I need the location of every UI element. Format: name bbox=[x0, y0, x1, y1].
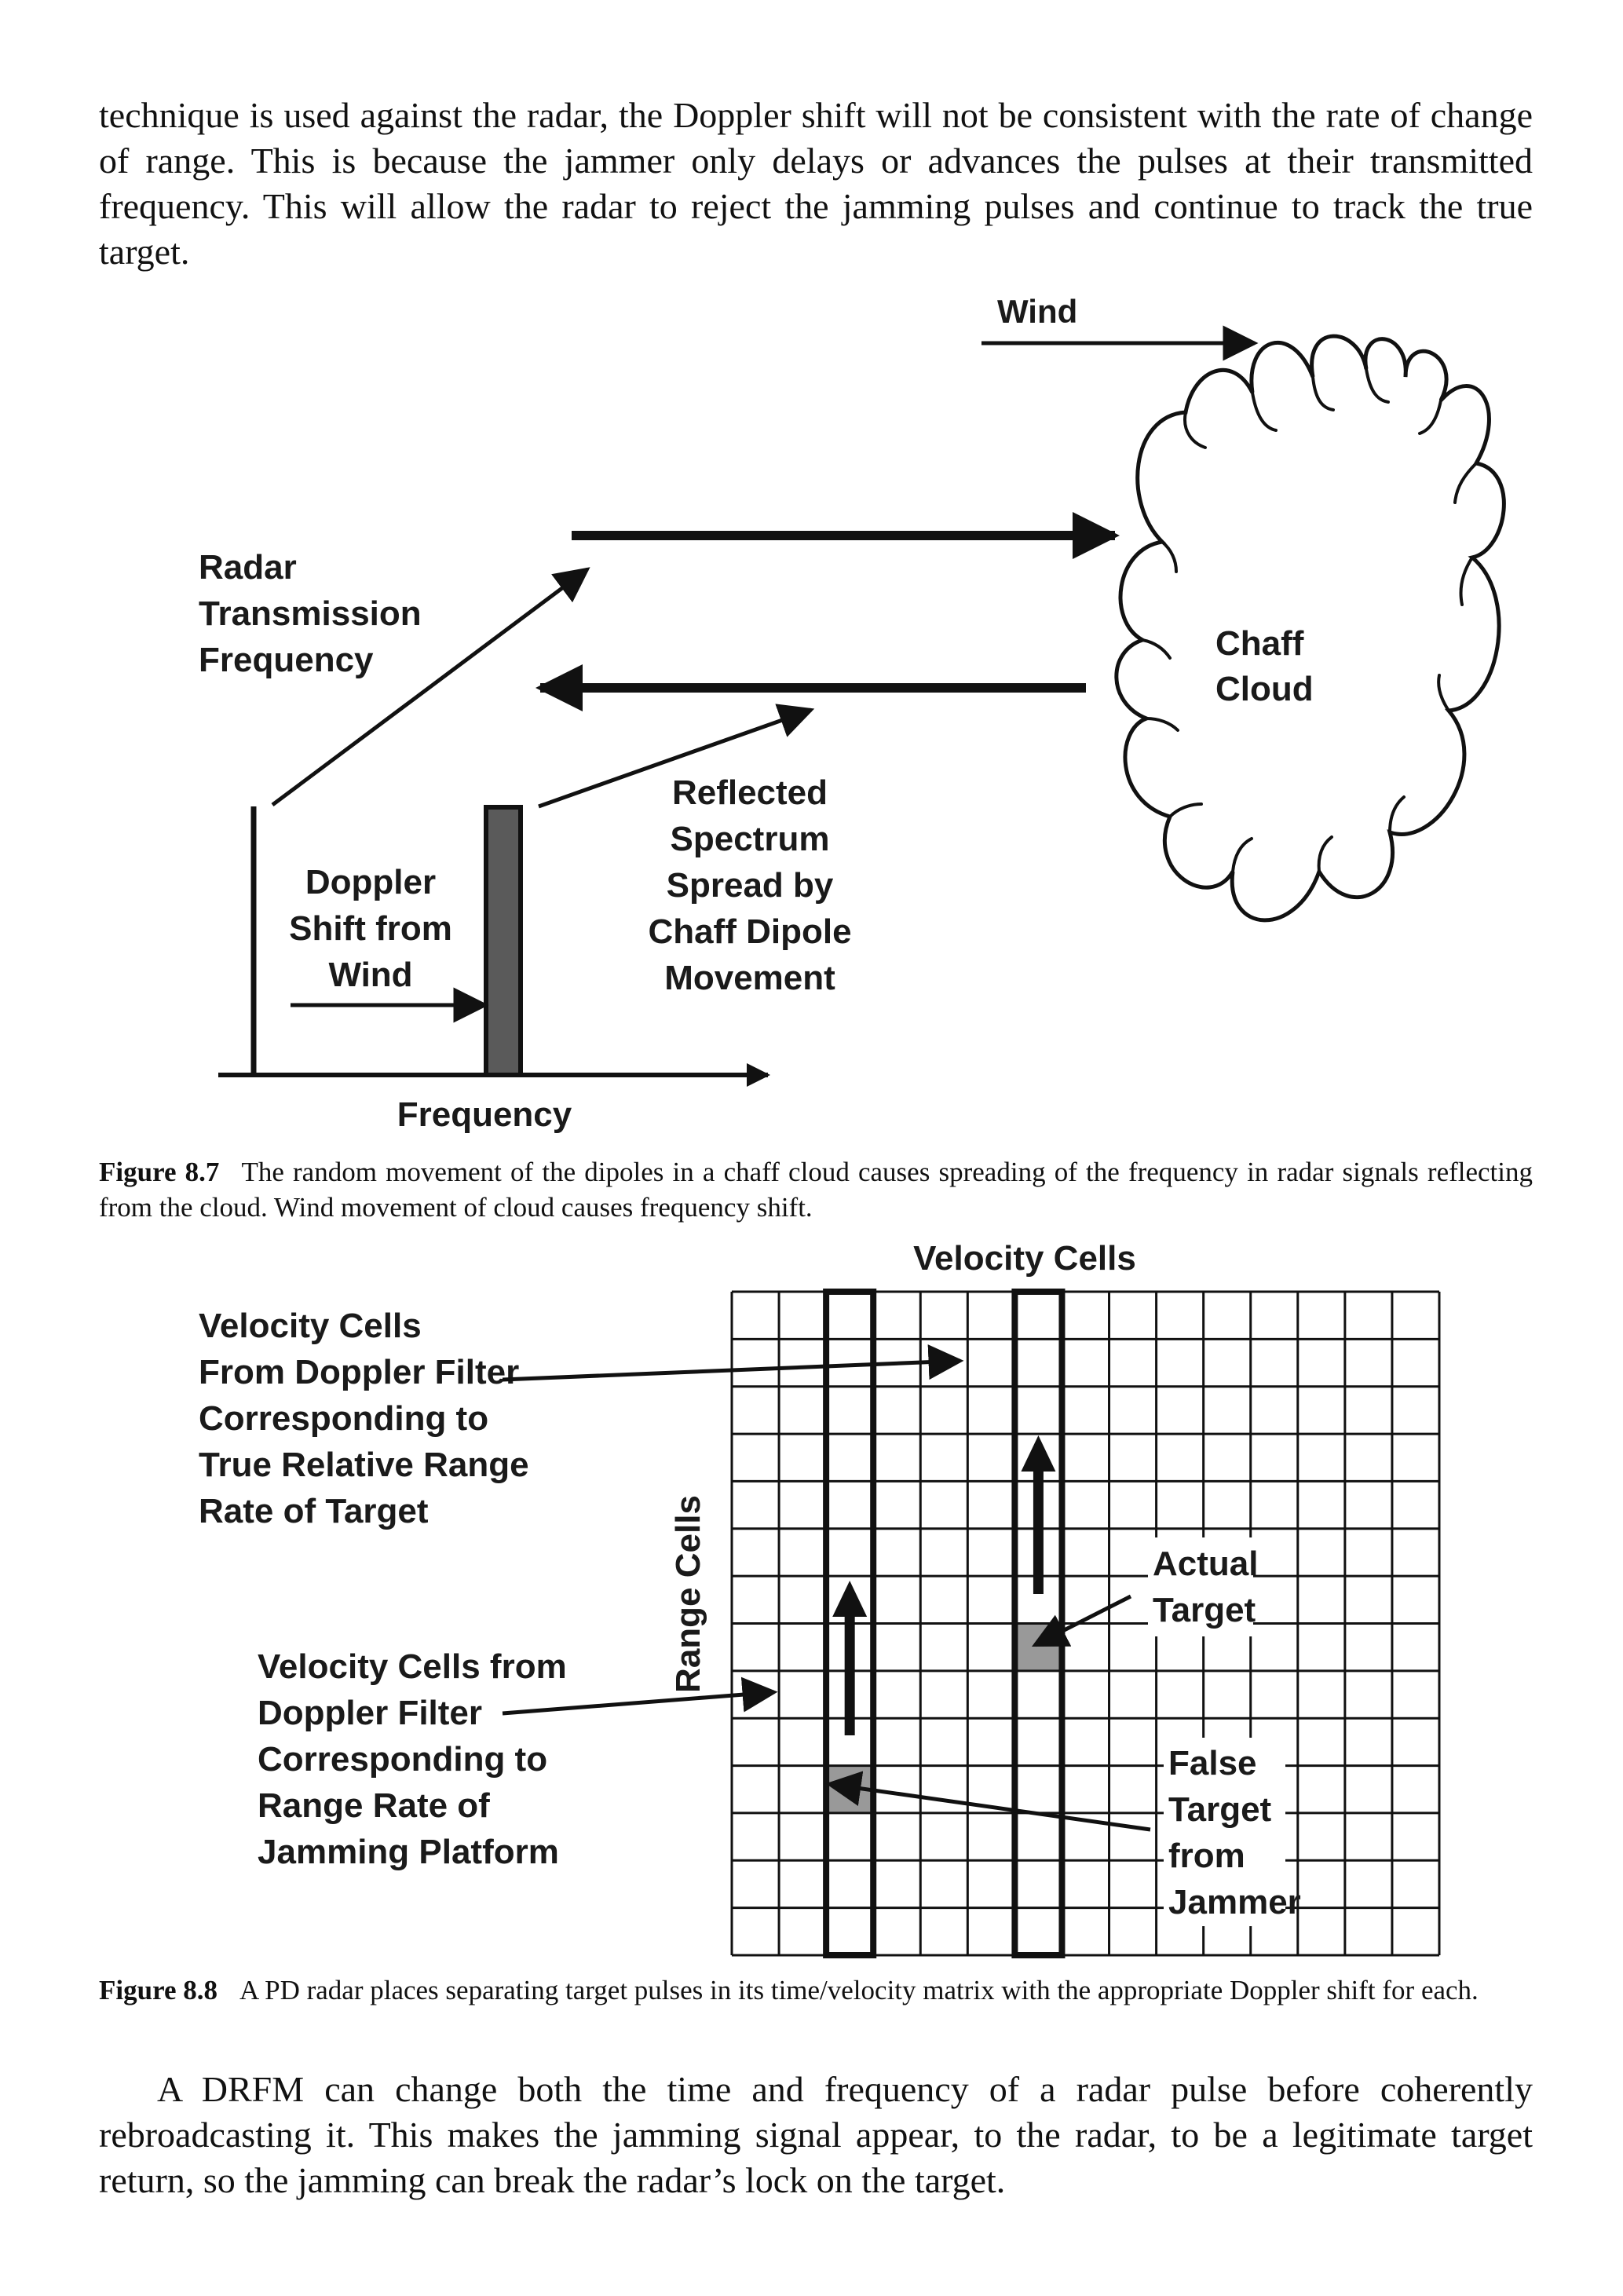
jammer-velocity-column bbox=[823, 1289, 877, 1958]
frequency-axis-label: Frequency bbox=[397, 1095, 572, 1134]
velocity-cells-title: Velocity Cells bbox=[913, 1239, 1136, 1278]
chaff-cloud bbox=[1114, 334, 1506, 923]
reflected-label-3: Spread by bbox=[667, 866, 834, 905]
wind-label: Wind bbox=[997, 293, 1077, 330]
true-rate-label-3: Corresponding to bbox=[199, 1399, 488, 1438]
paragraph-bottom: A DRFM can change both the time and freq… bbox=[99, 2069, 1533, 2200]
actual-target-pointer-arrow bbox=[1031, 1594, 1132, 1647]
figure-8-8-caption: Figure 8.8 A PD radar places separating t… bbox=[99, 1972, 1533, 2008]
radar-pointer-arrow bbox=[271, 567, 590, 807]
true-rate-label-4: True Relative Range bbox=[199, 1446, 529, 1484]
reflected-label-4: Chaff Dipole bbox=[648, 912, 851, 951]
false-target-label-3: from bbox=[1168, 1837, 1245, 1875]
jammer-motion-arrow-head bbox=[832, 1581, 868, 1617]
figure-8-8: Velocity Cells Range Cells Velocity Cell… bbox=[199, 1239, 1441, 1958]
figure-8-8-number: Figure 8.8 bbox=[99, 1975, 218, 2005]
figure-8-8-caption-text: A PD radar places separating target puls… bbox=[239, 1975, 1479, 2005]
doppler-label-1: Doppler bbox=[305, 863, 436, 901]
chaff-cloud-label-2: Cloud bbox=[1215, 670, 1314, 708]
jam-rate-label-3: Corresponding to bbox=[258, 1740, 547, 1779]
actual-target-label-2: Target bbox=[1153, 1591, 1256, 1629]
paragraph-top: technique is used against the radar, the… bbox=[99, 95, 1533, 272]
actual-target-label-1: Actual bbox=[1153, 1545, 1258, 1583]
reflected-label-1: Reflected bbox=[672, 773, 828, 812]
range-cells-label: Range Cells bbox=[669, 1495, 707, 1693]
figure-8-7-number: Figure 8.7 bbox=[99, 1157, 220, 1187]
radar-label-2: Transmission bbox=[199, 594, 422, 633]
true-rate-label-5: Rate of Target bbox=[199, 1492, 429, 1530]
target-motion-arrow-head bbox=[1021, 1435, 1056, 1472]
figure-8-7-caption-text: The random movement of the dipoles in a … bbox=[99, 1157, 1533, 1223]
jam-rate-label-5: Jamming Platform bbox=[258, 1833, 559, 1871]
actual-target-cell bbox=[1014, 1623, 1062, 1671]
chaff-cloud-label-1: Chaff bbox=[1215, 624, 1304, 663]
false-target-pointer-arrow bbox=[825, 1771, 1151, 1832]
range-velocity-matrix bbox=[730, 1289, 1441, 1958]
reflected-label-5: Movement bbox=[664, 959, 835, 997]
false-target-label-2: Target bbox=[1168, 1790, 1272, 1829]
doppler-label-2: Shift from bbox=[289, 909, 452, 948]
false-target-label-1: False bbox=[1168, 1744, 1257, 1782]
true-rate-label-2: From Doppler Filter bbox=[199, 1353, 519, 1391]
jam-rate-label-2: Doppler Filter bbox=[258, 1694, 482, 1732]
radar-label-3: Frequency bbox=[199, 641, 374, 679]
jam-rate-pointer-arrow bbox=[502, 1676, 778, 1716]
figure-8-7: Wind Chaff Cloud Radar Transmission Freq… bbox=[199, 293, 1506, 1134]
jam-rate-label-4: Range Rate of bbox=[258, 1786, 490, 1825]
reflected-label-2: Spectrum bbox=[671, 820, 830, 858]
false-target-label-4: Jammer bbox=[1168, 1883, 1301, 1921]
reflected-pointer-arrow bbox=[538, 704, 815, 809]
doppler-label-3: Wind bbox=[328, 956, 412, 994]
radar-label-1: Radar bbox=[199, 548, 297, 587]
true-rate-label-1: Velocity Cells bbox=[199, 1307, 422, 1345]
jam-rate-label-1: Velocity Cells from bbox=[258, 1647, 567, 1686]
true-rate-pointer-arrow bbox=[502, 1344, 964, 1382]
